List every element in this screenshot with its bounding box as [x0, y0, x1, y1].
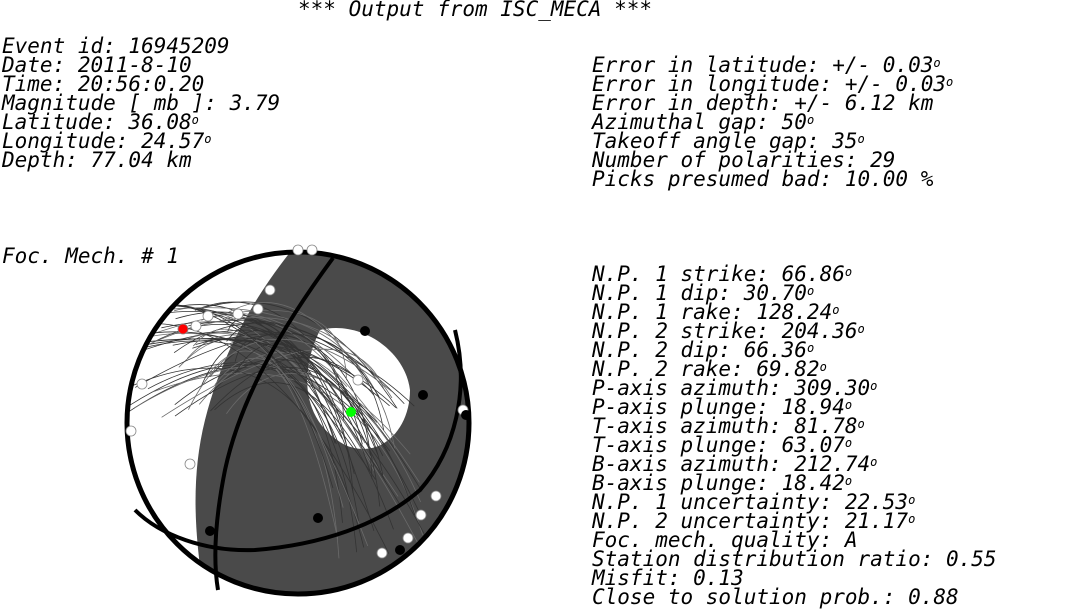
solution-curve [135, 333, 385, 431]
compression-station [313, 513, 323, 523]
solution-curve [134, 365, 422, 503]
solution-curve [205, 350, 339, 539]
np1-uncertainty: N.P. 1 uncertainty: 22.53o [592, 490, 916, 514]
azimuthal-gap: Azimuthal gap: 50o [592, 110, 815, 134]
solution-curve [174, 367, 381, 507]
takeoff-angle-gap: Takeoff angle gap: 35o [592, 129, 865, 153]
event-id: Event id: 16945209 [2, 34, 230, 58]
solution-curve [195, 337, 390, 407]
solution-curve [214, 382, 394, 530]
error-longitude: Error in longitude: +/- 0.03o [592, 72, 954, 96]
solution-curve [235, 343, 387, 483]
solution-curve [127, 338, 397, 409]
event-date: Date: 2011-8-10 [2, 53, 192, 77]
np2-uncertainty: N.P. 2 uncertainty: 21.17o [592, 509, 916, 533]
event-depth: Depth: 77.04 km [2, 148, 192, 172]
compression-station [205, 526, 215, 536]
solution-curve [194, 301, 379, 455]
misfit: Misfit: 0.13 [592, 566, 744, 590]
solution-curve [188, 338, 392, 410]
error-depth: Error in depth: +/- 6.12 km [592, 91, 934, 115]
solution-curve [127, 317, 393, 399]
np2-strike: N.P. 2 strike: 204.36o [592, 319, 865, 343]
event-time: Time: 20:56:0.20 [2, 72, 205, 96]
dilatation-station [184, 458, 196, 470]
solution-curve [234, 330, 375, 532]
error-latitude: Error in latitude: +/- 0.03o [592, 53, 941, 77]
dilatation-station [402, 532, 414, 544]
dilatation-station [125, 425, 137, 437]
mechanism-quality: Foc. mech. quality: A [592, 528, 858, 552]
np1-dip: N.P. 1 dip: 30.70o [592, 281, 815, 305]
nodal-plane-solutions [127, 299, 427, 559]
dilatation-station [352, 374, 364, 386]
dilatation-station [190, 320, 202, 332]
dilatation-station [306, 244, 318, 256]
dilatation-station [202, 310, 214, 322]
p-axis-plunge: P-axis plunge: 18.94o [592, 395, 853, 419]
solution-curve [127, 367, 365, 548]
error-info: Error in latitude: +/- 0.03o Error in lo… [592, 53, 954, 191]
dilatation-station [376, 547, 388, 559]
mechanism-info: N.P. 1 strike: 66.86o N.P. 1 dip: 30.70o… [592, 262, 997, 609]
solution-curve [140, 299, 416, 516]
solution-curve [152, 372, 424, 535]
number-of-polarities: Number of polarities: 29 [592, 148, 896, 172]
event-longitude: Longitude: 24.57o [2, 129, 212, 153]
dilatation-station [292, 244, 304, 256]
p-axis-azimuth: P-axis azimuth: 309.30o [592, 376, 878, 400]
solution-curve [201, 340, 343, 439]
solution-curve [134, 338, 384, 475]
solution-probability: Close to solution prob.: 0.88 [592, 585, 959, 609]
compression-station [395, 545, 405, 555]
bad-picks: Picks presumed bad: 10.00 % [592, 167, 934, 191]
nodal-plane-1 [213, 256, 335, 591]
t-axis-azimuth: T-axis azimuth: 81.78o [592, 414, 865, 438]
solution-curve [161, 348, 385, 418]
solution-curve [226, 373, 411, 455]
dilatation-region [307, 328, 410, 449]
t-axis-plunge: T-axis plunge: 63.07o [592, 433, 853, 457]
np1-rake: N.P. 1 rake: 128.24o [592, 300, 840, 324]
np2-rake: N.P. 2 rake: 69.82o [592, 357, 827, 381]
b-axis-azimuth: B-axis azimuth: 212.74o [592, 452, 878, 476]
dilatation-station [430, 490, 442, 502]
compression-station [360, 326, 370, 336]
station-distribution-ratio: Station distribution ratio: 0.55 [592, 547, 997, 571]
event-latitude: Latitude: 36.08o [2, 110, 199, 134]
b-axis-plunge: B-axis plunge: 18.42o [592, 471, 853, 495]
solution-curve [152, 323, 423, 492]
solution-curve [147, 362, 391, 452]
solution-curve [227, 302, 370, 386]
np1-strike: N.P. 1 strike: 66.86o [592, 262, 853, 286]
compression-region [127, 252, 469, 594]
nodal-plane-2 [133, 329, 463, 553]
p-axis-marker [346, 407, 356, 417]
station-polarities [125, 244, 471, 559]
np2-dip: N.P. 2 dip: 66.36o [592, 338, 815, 362]
solution-curve [172, 307, 396, 451]
dilatation-station [136, 378, 148, 390]
dilatation-station [264, 284, 276, 296]
compression-station [418, 390, 428, 400]
solution-curve [130, 331, 427, 538]
event-magnitude: Magnitude [ mb ]: 3.79 [2, 91, 281, 115]
dilatation-station [415, 509, 427, 521]
dilatation-station [232, 308, 244, 320]
solution-curve [198, 301, 398, 409]
event-info: Event id: 16945209 Date: 2011-8-10 Time:… [2, 34, 281, 172]
compression-station [461, 410, 471, 420]
focal-mechanism-label: Foc. Mech. # 1 [2, 244, 180, 268]
bad-pick-station [177, 323, 189, 335]
dilatation-station [252, 303, 264, 315]
page-title: *** Output from ISC_MECA *** [298, 0, 653, 21]
